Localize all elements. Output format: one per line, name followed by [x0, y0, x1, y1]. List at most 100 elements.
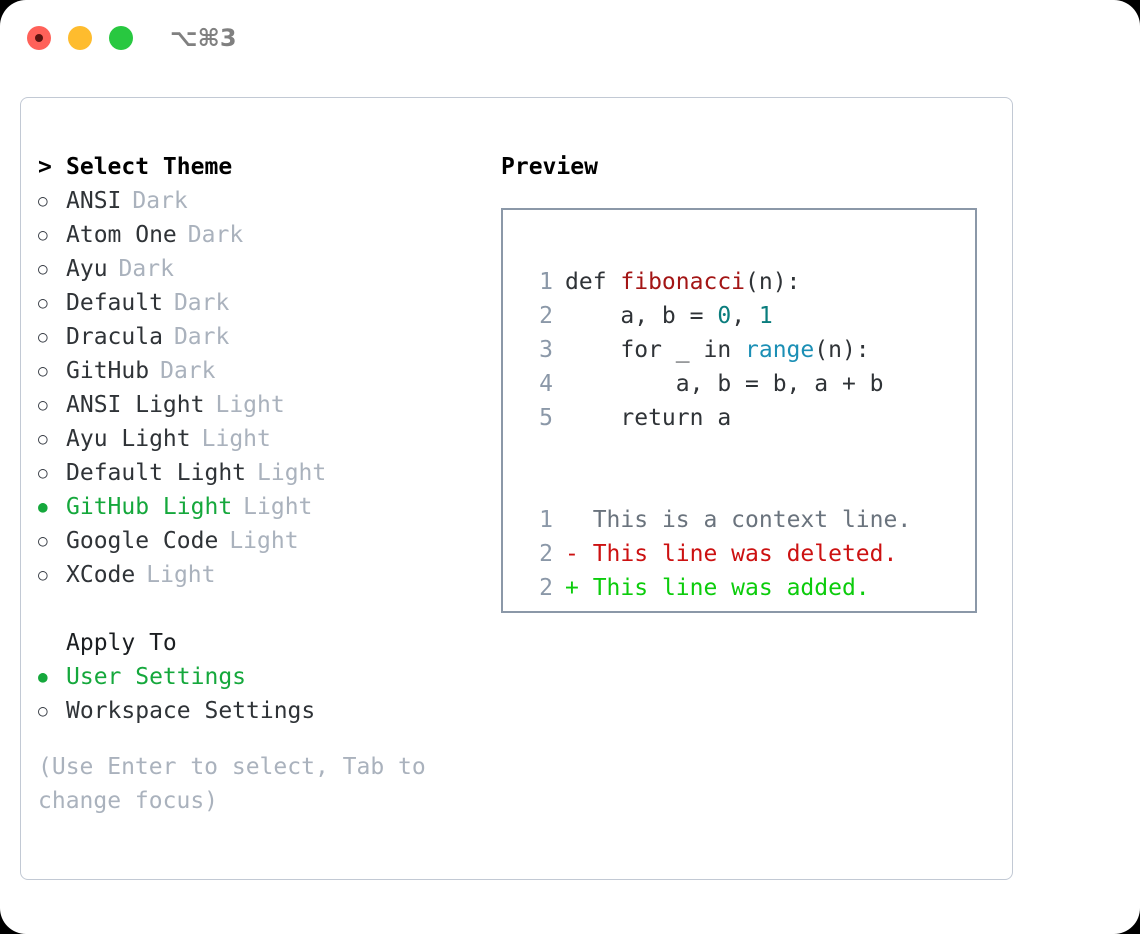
code-gap [503, 469, 975, 503]
theme-item-xcode[interactable]: ○ XCode Light [38, 558, 493, 592]
theme-item-label: ANSI [66, 188, 122, 214]
diff-marker: - [565, 541, 579, 567]
code-token-function: fibonacci [620, 269, 746, 295]
code-line: 1 def fibonacci(n): [503, 265, 975, 299]
traffic-light-group [27, 26, 133, 50]
radio-unselected-icon: ○ [38, 327, 48, 346]
close-button-icon[interactable] [27, 26, 51, 50]
select-theme-header: > Select Theme [38, 150, 493, 184]
theme-item-variant: Light [215, 392, 285, 418]
title-bar: ⌥⌘3 [0, 0, 1140, 76]
code-line: 5 return a [503, 401, 975, 435]
code-gap [503, 435, 975, 469]
maximize-button-icon[interactable] [109, 26, 133, 50]
diff-marker: + [565, 575, 579, 601]
theme-item-github-light[interactable]: ● GitHub Light Light [38, 490, 493, 524]
theme-item-variant: Dark [173, 324, 230, 350]
theme-item-dracula-dark[interactable]: ○ Dracula Dark [38, 320, 493, 354]
radio-unselected-icon: ○ [38, 701, 48, 720]
theme-item-variant: Dark [132, 188, 188, 214]
theme-item-label: Default Light [66, 460, 247, 486]
prompt-caret-icon: > [38, 154, 52, 180]
select-theme-header-label: Select Theme [66, 154, 233, 180]
diff-text: This line was added. [578, 575, 870, 601]
radio-unselected-icon: ○ [38, 429, 48, 448]
theme-item-label: Google Code [66, 528, 219, 554]
diff-line-deleted: 2 - This line was deleted. [503, 537, 975, 571]
line-number: 2 [539, 575, 553, 601]
code-token-call: range [745, 337, 815, 363]
line-number: 4 [539, 371, 553, 397]
theme-item-ansi-dark[interactable]: ○ ANSI Dark [38, 184, 493, 218]
apply-to-option-label: Workspace Settings [66, 698, 316, 724]
theme-item-variant: Dark [187, 222, 244, 248]
theme-item-variant: Light [257, 460, 327, 486]
theme-item-default-light[interactable]: ○ Default Light Light [38, 456, 493, 490]
code-token-number: 1 [758, 303, 773, 329]
preview-title: Preview [501, 154, 598, 180]
theme-item-variant: Light [201, 426, 271, 452]
theme-item-variant: Dark [173, 290, 230, 316]
code-token: , [731, 303, 759, 329]
apply-to-header: ○ Apply To [38, 626, 493, 660]
code-token: (n): [814, 337, 870, 363]
theme-item-variant: Light [229, 528, 299, 554]
code-token: a, b = b, a + b [565, 371, 884, 397]
theme-item-google-code[interactable]: ○ Google Code Light [38, 524, 493, 558]
code-token: a, b = [565, 303, 718, 329]
code-token: def [565, 269, 621, 295]
line-number: 1 [539, 507, 553, 533]
radio-selected-icon: ● [38, 497, 48, 516]
keyboard-shortcut-label: ⌥⌘3 [170, 24, 237, 52]
radio-unselected-icon: ○ [38, 395, 48, 414]
diff-text: This line was deleted. [578, 541, 898, 567]
radio-unselected-icon: ○ [38, 191, 48, 210]
diff-line-added: 2 + This line was added. [503, 571, 975, 605]
theme-item-ayu-dark[interactable]: ○ Ayu Dark [38, 252, 493, 286]
line-number: 2 [539, 303, 553, 329]
theme-item-label: Ayu Light [66, 426, 191, 452]
apply-to-header-label: Apply To [66, 630, 177, 656]
diff-text: This is a context line. [578, 507, 912, 533]
preview-column: Preview 1 def fibonacci(n): 2 a, b = 0, … [501, 150, 991, 613]
radio-unselected-icon: ○ [38, 225, 48, 244]
theme-item-variant: Light [243, 494, 313, 520]
theme-item-github-dark[interactable]: ○ GitHub Dark [38, 354, 493, 388]
theme-item-ayu-light[interactable]: ○ Ayu Light Light [38, 422, 493, 456]
apply-to-workspace-settings[interactable]: ○ Workspace Settings [38, 694, 493, 728]
diff-line-context: 1 This is a context line. [503, 503, 975, 537]
theme-item-variant: Dark [118, 256, 174, 282]
line-number: 5 [539, 405, 553, 431]
line-number: 2 [539, 541, 553, 567]
radio-selected-icon: ● [38, 667, 48, 686]
apply-to-user-settings[interactable]: ● User Settings [38, 660, 493, 694]
minimize-button-icon[interactable] [68, 26, 92, 50]
theme-item-variant: Light [146, 562, 216, 588]
theme-item-label: GitHub Light [66, 494, 233, 520]
theme-item-ansi-light[interactable]: ○ ANSI Light Light [38, 388, 493, 422]
theme-item-default-dark[interactable]: ○ Default Dark [38, 286, 493, 320]
line-number: 3 [539, 337, 553, 363]
code-token-number: 0 [717, 303, 732, 329]
theme-item-label: Ayu [66, 256, 108, 282]
theme-item-label: XCode [66, 562, 136, 588]
theme-item-atom-one-dark[interactable]: ○ Atom One Dark [38, 218, 493, 252]
theme-selection-column: > Select Theme ○ ANSI Dark ○ Atom One Da… [38, 150, 493, 818]
code-token: (n): [745, 269, 801, 295]
code-line: 4 a, b = b, a + b [503, 367, 975, 401]
theme-item-label: Default [66, 290, 163, 316]
code-line: 2 a, b = 0, 1 [503, 299, 975, 333]
radio-unselected-icon: ○ [38, 463, 48, 482]
main-panel: > Select Theme ○ ANSI Dark ○ Atom One Da… [20, 97, 1013, 880]
code-line: 3 for _ in range(n): [503, 333, 975, 367]
diff-marker [565, 503, 579, 537]
keyboard-hint-text: (Use Enter to select, Tab to change focu… [38, 754, 426, 814]
code-preview-box: 1 def fibonacci(n): 2 a, b = 0, 1 3 for … [501, 208, 977, 613]
theme-item-label: Atom One [66, 222, 177, 248]
radio-unselected-icon: ○ [38, 565, 48, 584]
radio-unselected-icon: ○ [38, 259, 48, 278]
radio-unselected-icon: ○ [38, 531, 48, 550]
code-token: for _ in [565, 337, 746, 363]
theme-item-label: GitHub [66, 358, 150, 384]
